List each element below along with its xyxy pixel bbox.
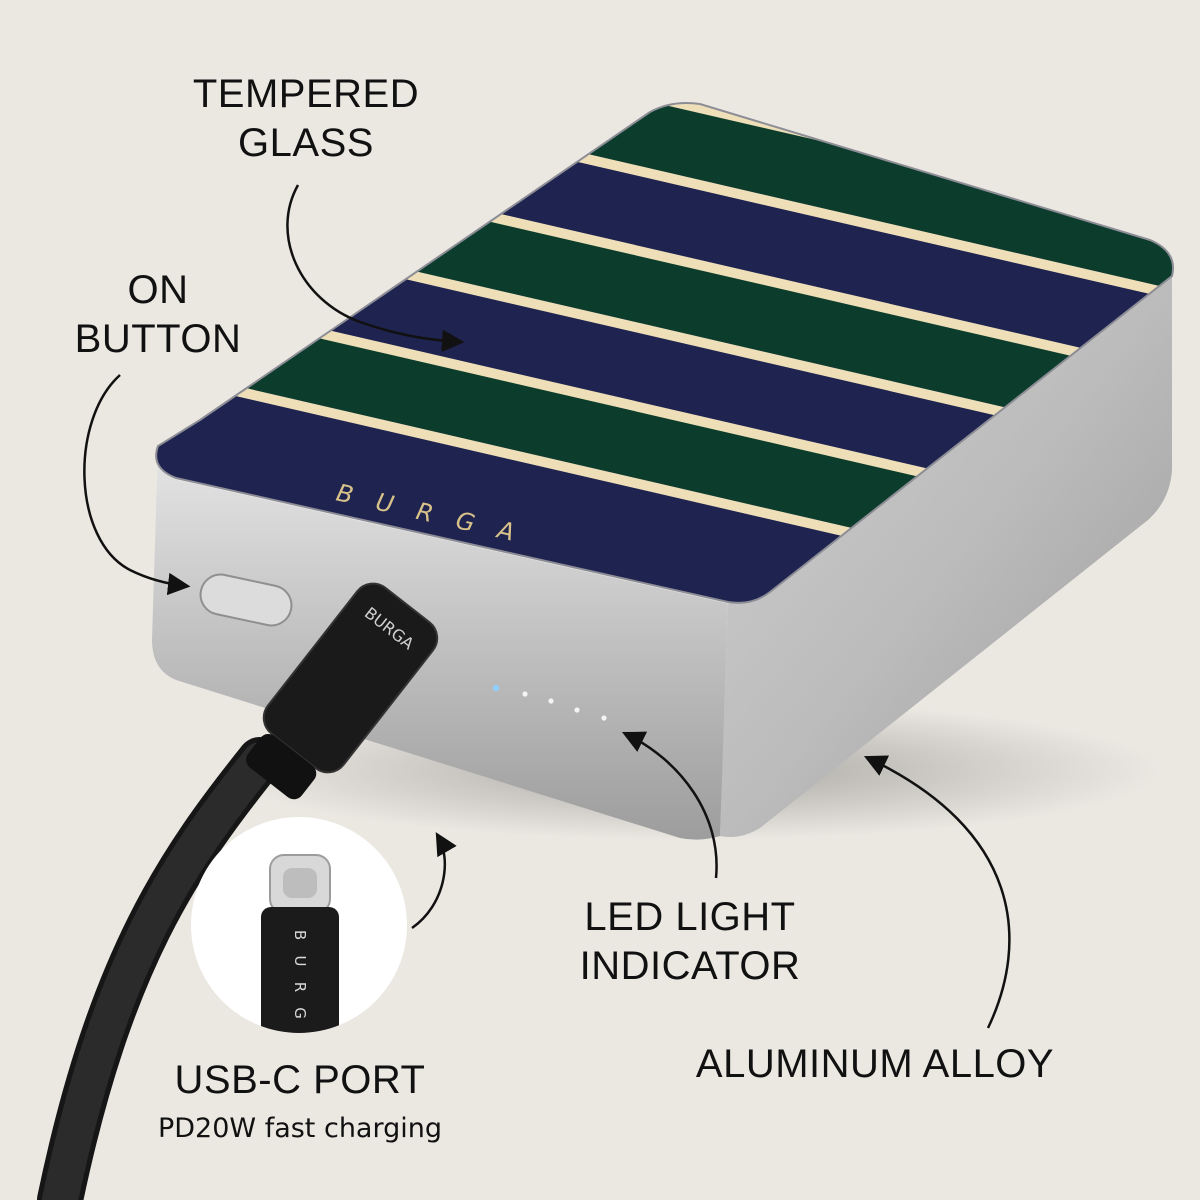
led-dot: [548, 698, 554, 704]
led-dot: [492, 684, 500, 692]
inset-brand-letter: R: [291, 982, 309, 992]
glass-edge: [155, 102, 1174, 604]
aluminum-front-face: [152, 446, 728, 840]
callout-tempered-glass: TEMPERED GLASS: [186, 70, 426, 168]
arrow-icon: [286, 184, 465, 353]
led-dot: [522, 691, 528, 697]
callout-line: ALUMINUM ALLOY: [695, 1042, 1055, 1086]
led-dot: [574, 707, 580, 713]
callout-usb-c-port: USB-C PORT: [150, 1056, 450, 1105]
callout-line: ON: [127, 268, 189, 312]
callout-title: USB-C PORT: [174, 1058, 426, 1102]
led-dot: [601, 715, 607, 721]
callout-aluminum-alloy: ALUMINUM ALLOY: [660, 1040, 1090, 1089]
callout-line: GLASS: [238, 120, 374, 165]
inset-brand-letter: B: [291, 930, 309, 940]
callout-line: LED LIGHT: [584, 895, 796, 939]
usb-c-cable: B U R G A: [37, 582, 439, 1200]
led-light-indicator: [492, 684, 607, 721]
usb-c-inset: B U R G A: [191, 817, 407, 1045]
callout-line: INDICATOR: [579, 943, 801, 988]
callout-usb-c-subtitle: PD20W fast charging: [157, 1113, 442, 1144]
arrow-icon: [621, 731, 718, 879]
arrow-icon: [863, 755, 1011, 1029]
inset-brand-letter: A: [291, 1034, 309, 1045]
callout-on-button: ON BUTTON: [58, 266, 258, 364]
arrow-icon: [411, 832, 457, 930]
inset-brand-letter: U: [291, 956, 309, 967]
callout-led-indicator: LED LIGHT INDICATOR: [555, 893, 825, 991]
callout-line: BUTTON: [74, 316, 242, 361]
inset-brand-letter: G: [291, 1007, 309, 1019]
callout-line: TEMPERED: [192, 72, 420, 116]
aluminum-side-face: [720, 276, 1172, 837]
arrow-icon: [83, 374, 191, 596]
power-button[interactable]: [197, 571, 295, 629]
